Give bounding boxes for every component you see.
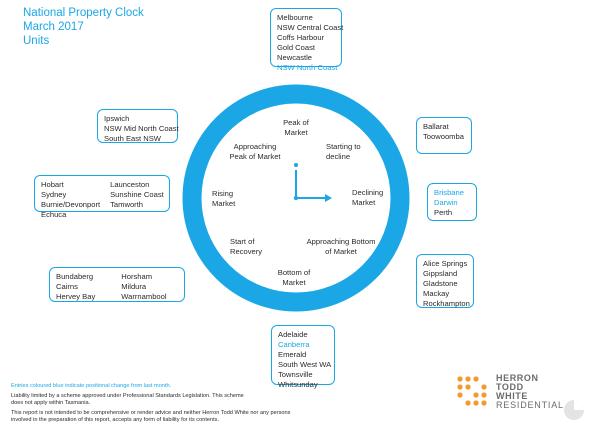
location-item: Echuca <box>41 210 67 219</box>
location-item: Sydney <box>41 190 67 199</box>
location-item: Ballarat <box>423 122 449 131</box>
location-item: Launceston <box>110 180 150 189</box>
location-item: South West WA <box>278 360 332 369</box>
location-item: Mildura <box>121 282 147 291</box>
location-item: Ipswich <box>104 114 130 123</box>
location-item: Emerald <box>278 350 307 359</box>
logo-line-2: TODD <box>496 382 524 392</box>
stage-approaching-bottom-label: Approaching Bottom of Market <box>306 237 376 256</box>
location-item: Horsham <box>121 272 153 281</box>
location-item: Mackay <box>423 289 450 298</box>
stage-starting-to-decline: Starting to decline <box>326 142 376 162</box>
stage-start-recovery-label: Start of Recovery <box>230 237 263 256</box>
location-item: Newcastle <box>277 53 313 62</box>
logo-line-3: WHITE <box>496 391 528 401</box>
stage-bottom-of-market: Bottom of Market <box>272 268 316 288</box>
location-item: Burnie/Devonport <box>41 200 101 209</box>
report-date: March 2017 <box>23 21 84 33</box>
property-category: Units <box>23 35 50 47</box>
stage-rising-label: Rising Market <box>212 189 236 208</box>
location-item: Sunshine Coast <box>110 190 164 199</box>
location-item: NSW Central Coast <box>277 23 344 32</box>
logo-line-4: RESIDENTIAL <box>496 400 564 410</box>
legend-note: Entries coloured blue indicate positiona… <box>11 383 172 389</box>
stage-approaching-peak-label: Approaching Peak of Market <box>229 142 281 161</box>
disclaimer-note: This report is not intended to be compre… <box>11 409 291 423</box>
stage-approaching-bottom: Approaching Bottom of Market <box>306 237 376 257</box>
logo-wordmark: HERRON TODD WHITE RESIDENTIAL <box>496 374 564 410</box>
stage-starting-decline-label: Starting to decline <box>326 142 361 161</box>
logo-dots-mark <box>457 376 487 406</box>
location-item: NSW North Coast <box>277 63 338 72</box>
location-item: Canberra <box>278 340 310 349</box>
page-title: National Property Clock <box>23 7 144 19</box>
location-item: Perth <box>434 208 453 217</box>
page-corner-icon <box>564 400 584 420</box>
location-item: Brisbane <box>434 188 464 197</box>
clock-ring <box>182 84 410 312</box>
footer-notes: Entries coloured blue indicate positiona… <box>11 383 331 426</box>
page-header: National Property Clock March 2017 Units <box>23 6 144 48</box>
location-item: Bundaberg <box>56 272 94 281</box>
logo-line-1: HERRON <box>496 373 539 383</box>
location-item: Tamworth <box>110 200 144 209</box>
location-item: Melbourne <box>277 13 313 22</box>
location-item: South East NSW <box>104 134 161 143</box>
company-logo: HERRON TODD WHITE RESIDENTIAL <box>456 374 564 410</box>
location-item: Gippsland <box>423 269 458 278</box>
location-item: Toowoomba <box>423 132 464 141</box>
location-item: Gold Coast <box>277 43 315 52</box>
stage-rising-market: Rising Market <box>212 189 246 209</box>
location-item: Adelaide <box>278 330 308 339</box>
location-item: NSW Mid North Coast <box>104 124 179 133</box>
location-item: Coffs Harbour <box>277 33 325 42</box>
location-item: Hobart <box>41 180 64 189</box>
stage-peak-of-market: Peak of Market <box>270 118 322 138</box>
location-item: Rockhampton <box>423 299 470 308</box>
location-item: Cairns <box>56 282 78 291</box>
location-item: Townsville <box>278 370 313 379</box>
clock-center <box>293 195 299 201</box>
stage-bottom-label: Bottom of Market <box>277 268 311 287</box>
clock-tick-12 <box>294 163 298 167</box>
stage-declining-market: Declining Market <box>352 188 392 208</box>
clock-minute-hand-arrow <box>325 194 332 202</box>
stage-approaching-peak: Approaching Peak of Market <box>228 142 282 162</box>
location-item: Whitsunday <box>278 380 318 389</box>
stage-declining-label: Declining Market <box>352 188 384 207</box>
stage-peak-label: Peak of Market <box>283 118 309 137</box>
location-item: Darwin <box>434 198 458 207</box>
stage-start-of-recovery: Start of Recovery <box>230 237 274 257</box>
liability-note: Liability limited by a scheme approved u… <box>11 393 244 407</box>
location-item: Warrnambool <box>121 292 167 301</box>
location-item: Hervey Bay <box>56 292 96 301</box>
location-item: Gladstone <box>423 279 458 288</box>
location-item: Alice Springs <box>423 259 468 268</box>
